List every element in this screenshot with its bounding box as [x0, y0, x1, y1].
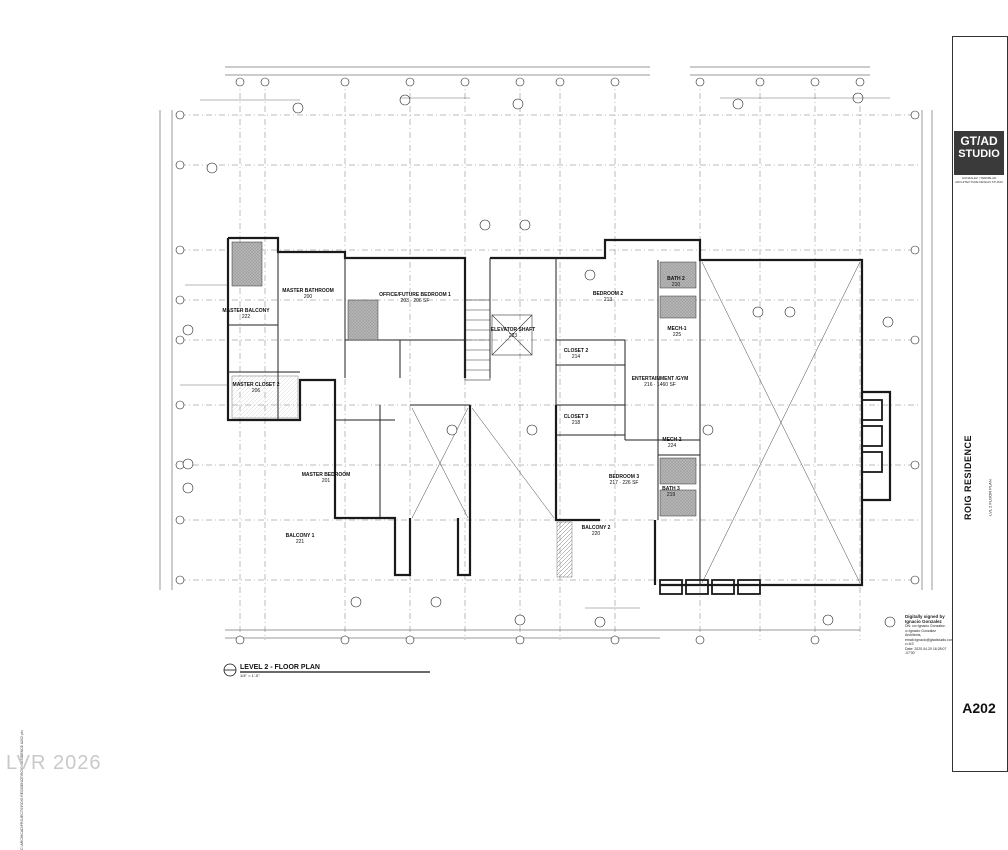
room-label: MASTER BALCONY 222: [222, 308, 269, 320]
exterior-walls: [226, 236, 892, 587]
room-number: 224: [667, 443, 677, 449]
room-label: MASTER BATHROOM 200: [282, 288, 334, 300]
sheet-title: LVL 2 FLOOR PLAN: [987, 479, 993, 516]
room-name: CLOSET 2: [563, 348, 589, 354]
room-name: MASTER BEDROOM: [301, 472, 351, 478]
firm-logo: GT/AD STUDIO: [954, 131, 1004, 175]
room-number: 217 · 226 SF: [609, 480, 639, 486]
room-label: ENTERTAINMENT /GYM 216 · 1460 SF: [632, 376, 689, 388]
room-label: BATH 2 210: [667, 276, 685, 288]
room-number: 222: [241, 314, 251, 320]
room-label: MASTER BEDROOM 201: [302, 472, 351, 484]
logo-top: GT/AD: [960, 134, 998, 148]
room-name: BEDROOM 2: [592, 291, 624, 297]
room-name: BATH 3: [662, 486, 680, 492]
room-label: CLOSET 3 218: [564, 414, 588, 426]
room-label: BATH 3 219: [662, 486, 680, 498]
dimension-lines: [159, 66, 933, 639]
room-name: BALCONY 2: [581, 525, 611, 531]
open-to-below: [411, 261, 861, 584]
room-label: BALCONY 1 221: [286, 533, 315, 545]
room-name: OFFICE/FUTURE BEDROOM 1: [379, 292, 451, 298]
grid-lines: [180, 80, 920, 640]
room-label: MASTER CLOSET 2 206: [233, 382, 280, 394]
floor-plan-sheet: MASTER BALCONY 222 MASTER BATHROOM 200 O…: [6, 36, 1008, 850]
tiled-areas: [231, 241, 697, 517]
plan-scale: 1/4" = 1'-0": [240, 673, 260, 678]
plan-title: LEVEL 2 - FLOOR PLAN: [240, 664, 320, 671]
room-number: 220: [591, 531, 601, 537]
room-number: 203 · 206 SF: [400, 298, 430, 304]
room-label: BEDROOM 2 213: [593, 291, 623, 303]
grid-bubbles: [175, 77, 920, 645]
floor-plan-drawing: [159, 66, 933, 677]
digital-signature: Digitally signed by Ignacio Gonzalez DN:…: [905, 614, 955, 656]
room-label: MECH-2 224: [662, 437, 681, 449]
room-number: 219: [666, 492, 676, 498]
room-name: MECH-1: [667, 326, 687, 332]
room-name: MASTER CLOSET 2: [232, 382, 280, 388]
room-name: ELEVATOR SHAFT: [490, 327, 536, 333]
signature-date: Date: 2020.04.20 16:28:07 -07'00': [905, 646, 947, 656]
room-number: 216 · 1460 SF: [644, 382, 676, 388]
room-name: MASTER BATHROOM: [282, 288, 334, 294]
level-title-marker: [223, 663, 430, 677]
window-bays: [659, 399, 883, 595]
room-number: 218: [571, 420, 581, 426]
file-path: C:\ARCHICAD\PROJECTS\ROIG RESIDENCE\ROIG…: [20, 730, 24, 850]
room-number: 206: [251, 388, 261, 394]
room-number: 210: [671, 282, 681, 288]
room-name: BATH 2: [667, 276, 685, 282]
room-label: BEDROOM 3 217 · 226 SF: [609, 474, 639, 486]
room-number: 221: [295, 539, 305, 545]
room-number: 214: [571, 354, 581, 360]
room-label: BALCONY 2 220: [582, 525, 611, 537]
room-number: 223: [508, 333, 518, 339]
room-name: CLOSET 3: [563, 414, 589, 420]
room-name: MECH-2: [662, 437, 682, 443]
section-markers: [182, 92, 896, 628]
balcony-hatch: [231, 375, 573, 578]
sheet-number: A202: [962, 700, 996, 716]
room-label: OFFICE/FUTURE BEDROOM 1 203 · 206 SF: [379, 292, 451, 304]
room-number: 213: [603, 297, 613, 303]
firm-name: GONZALEZ | TERNBLAD ARCHITECTURE DESIGN …: [954, 176, 1003, 184]
room-name: BALCONY 1: [285, 533, 315, 539]
signature-body: DN: cn=Ignacio Gonzalez, o=Ignacio Gonza…: [905, 624, 955, 646]
room-number: 200: [303, 294, 313, 300]
room-label: MECH-1 225: [667, 326, 686, 338]
room-label: CLOSET 2 214: [564, 348, 588, 360]
logo-bottom: STUDIO: [958, 148, 1000, 160]
watermark: LVR 2026: [6, 752, 102, 774]
room-name: BEDROOM 3: [608, 474, 640, 480]
room-label: ELEVATOR SHAFT 223: [491, 327, 535, 339]
signature-heading: Digitally signed by Ignacio Gonzalez: [905, 614, 945, 624]
room-number: 201: [321, 478, 331, 484]
stair-elevator: [464, 299, 533, 381]
room-number: 225: [672, 332, 682, 338]
room-name: ENTERTAINMENT /GYM: [631, 376, 689, 382]
project-name: ROIG RESIDENCE: [963, 435, 973, 520]
room-name: MASTER BALCONY: [222, 308, 270, 314]
leader-lines: [180, 97, 890, 609]
